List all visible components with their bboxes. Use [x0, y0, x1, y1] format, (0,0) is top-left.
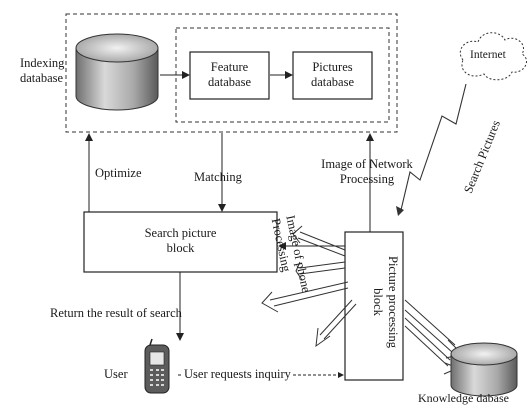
pictures-database-line1: Pictures [312, 60, 353, 74]
lightning-bolt [400, 83, 467, 211]
feature-database-label: Feature database [190, 60, 269, 90]
hollow-arrows [261, 225, 463, 375]
internet-label: Internet [470, 49, 506, 61]
search-block-line1: Search picture [144, 226, 217, 240]
phone-icon [144, 338, 170, 394]
picture-processing-line2: block [371, 288, 385, 316]
internet-cloud [459, 32, 527, 81]
image-network-line1: Image of Network [321, 157, 413, 171]
indexing-database-line1: Indexing [20, 56, 65, 70]
user-requests-label: User requests inquiry [183, 367, 292, 382]
picture-processing-line1: Picture processing [386, 256, 400, 348]
feature-database-box [189, 51, 270, 100]
knowledge-database-cylinder [450, 342, 518, 397]
indexing-database-cylinder [75, 33, 159, 111]
matching-label: Matching [194, 170, 242, 184]
feature-database-line1: Feature [210, 60, 249, 74]
pictures-database-line2: database [310, 75, 355, 89]
indexing-database-line2: database [20, 71, 64, 85]
optimize-label: Optimize [95, 166, 142, 180]
user-label: User [104, 367, 128, 381]
return-result-label: Return the result of search [50, 306, 182, 320]
feature-database-line2: database [207, 75, 252, 89]
pictures-database-label: Pictures database [293, 60, 372, 90]
search-picture-block-label: Search picture block [84, 226, 277, 256]
search-block-line2: block [166, 241, 195, 255]
picture-processing-label: Picture processing block [370, 246, 400, 358]
image-network-label: Image of Network Processing [312, 157, 422, 187]
indexing-database-label: Indexing database [20, 56, 64, 86]
image-network-line2: Processing [339, 172, 395, 186]
knowledge-database-label: Knowledge dabase [418, 391, 509, 405]
pictures-database-box [292, 51, 373, 100]
